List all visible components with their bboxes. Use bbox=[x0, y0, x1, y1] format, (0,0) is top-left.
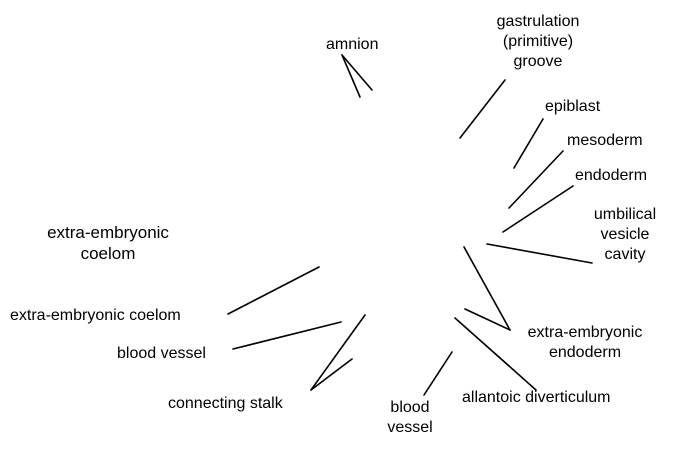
label-extra-embryonic-endoderm: extra-embryonic endoderm bbox=[527, 324, 643, 361]
label-extra-embryonic-coelom: extra-embryonic coelom bbox=[10, 307, 181, 324]
leader-eendo-a bbox=[463, 246, 511, 331]
label-connecting-stalk: connecting stalk bbox=[168, 395, 283, 412]
leader-bv-bottom bbox=[423, 351, 453, 396]
leader-amnion-a bbox=[341, 54, 361, 98]
leader-endoderm bbox=[502, 185, 574, 233]
leader-stalk-b bbox=[310, 358, 353, 391]
label-blood-vessel-bottom: blood vessel bbox=[387, 399, 433, 436]
leader-gastrulation bbox=[459, 79, 506, 139]
label-umbilical-vesicle-cavity: umbilical vesicle cavity bbox=[593, 206, 657, 263]
leader-epiblast bbox=[513, 118, 544, 169]
label-endoderm: endoderm bbox=[575, 167, 648, 184]
leader-stalk-a bbox=[310, 314, 366, 391]
leader-allantoic bbox=[454, 317, 537, 391]
label-allantoic-diverticulum: allantoic diverticulum bbox=[462, 389, 611, 406]
leader-eec bbox=[227, 266, 320, 315]
label-amnion: amnion bbox=[326, 36, 379, 53]
leader-umbilical bbox=[486, 243, 593, 264]
leader-mesoderm bbox=[508, 150, 564, 209]
label-gastrulation-groove: gastrulation (primitive) groove bbox=[496, 13, 580, 70]
label-mesoderm: mesoderm bbox=[567, 132, 643, 149]
leader-amnion-b bbox=[341, 54, 373, 91]
label-blood-vessel-left: blood vessel bbox=[117, 345, 206, 362]
label-extra-embryonic-coelom-region: extra-embryonic coelom bbox=[47, 223, 169, 263]
label-epiblast: epiblast bbox=[545, 98, 601, 115]
leader-bv-left bbox=[232, 321, 342, 350]
leader-eendo-b bbox=[464, 308, 511, 331]
